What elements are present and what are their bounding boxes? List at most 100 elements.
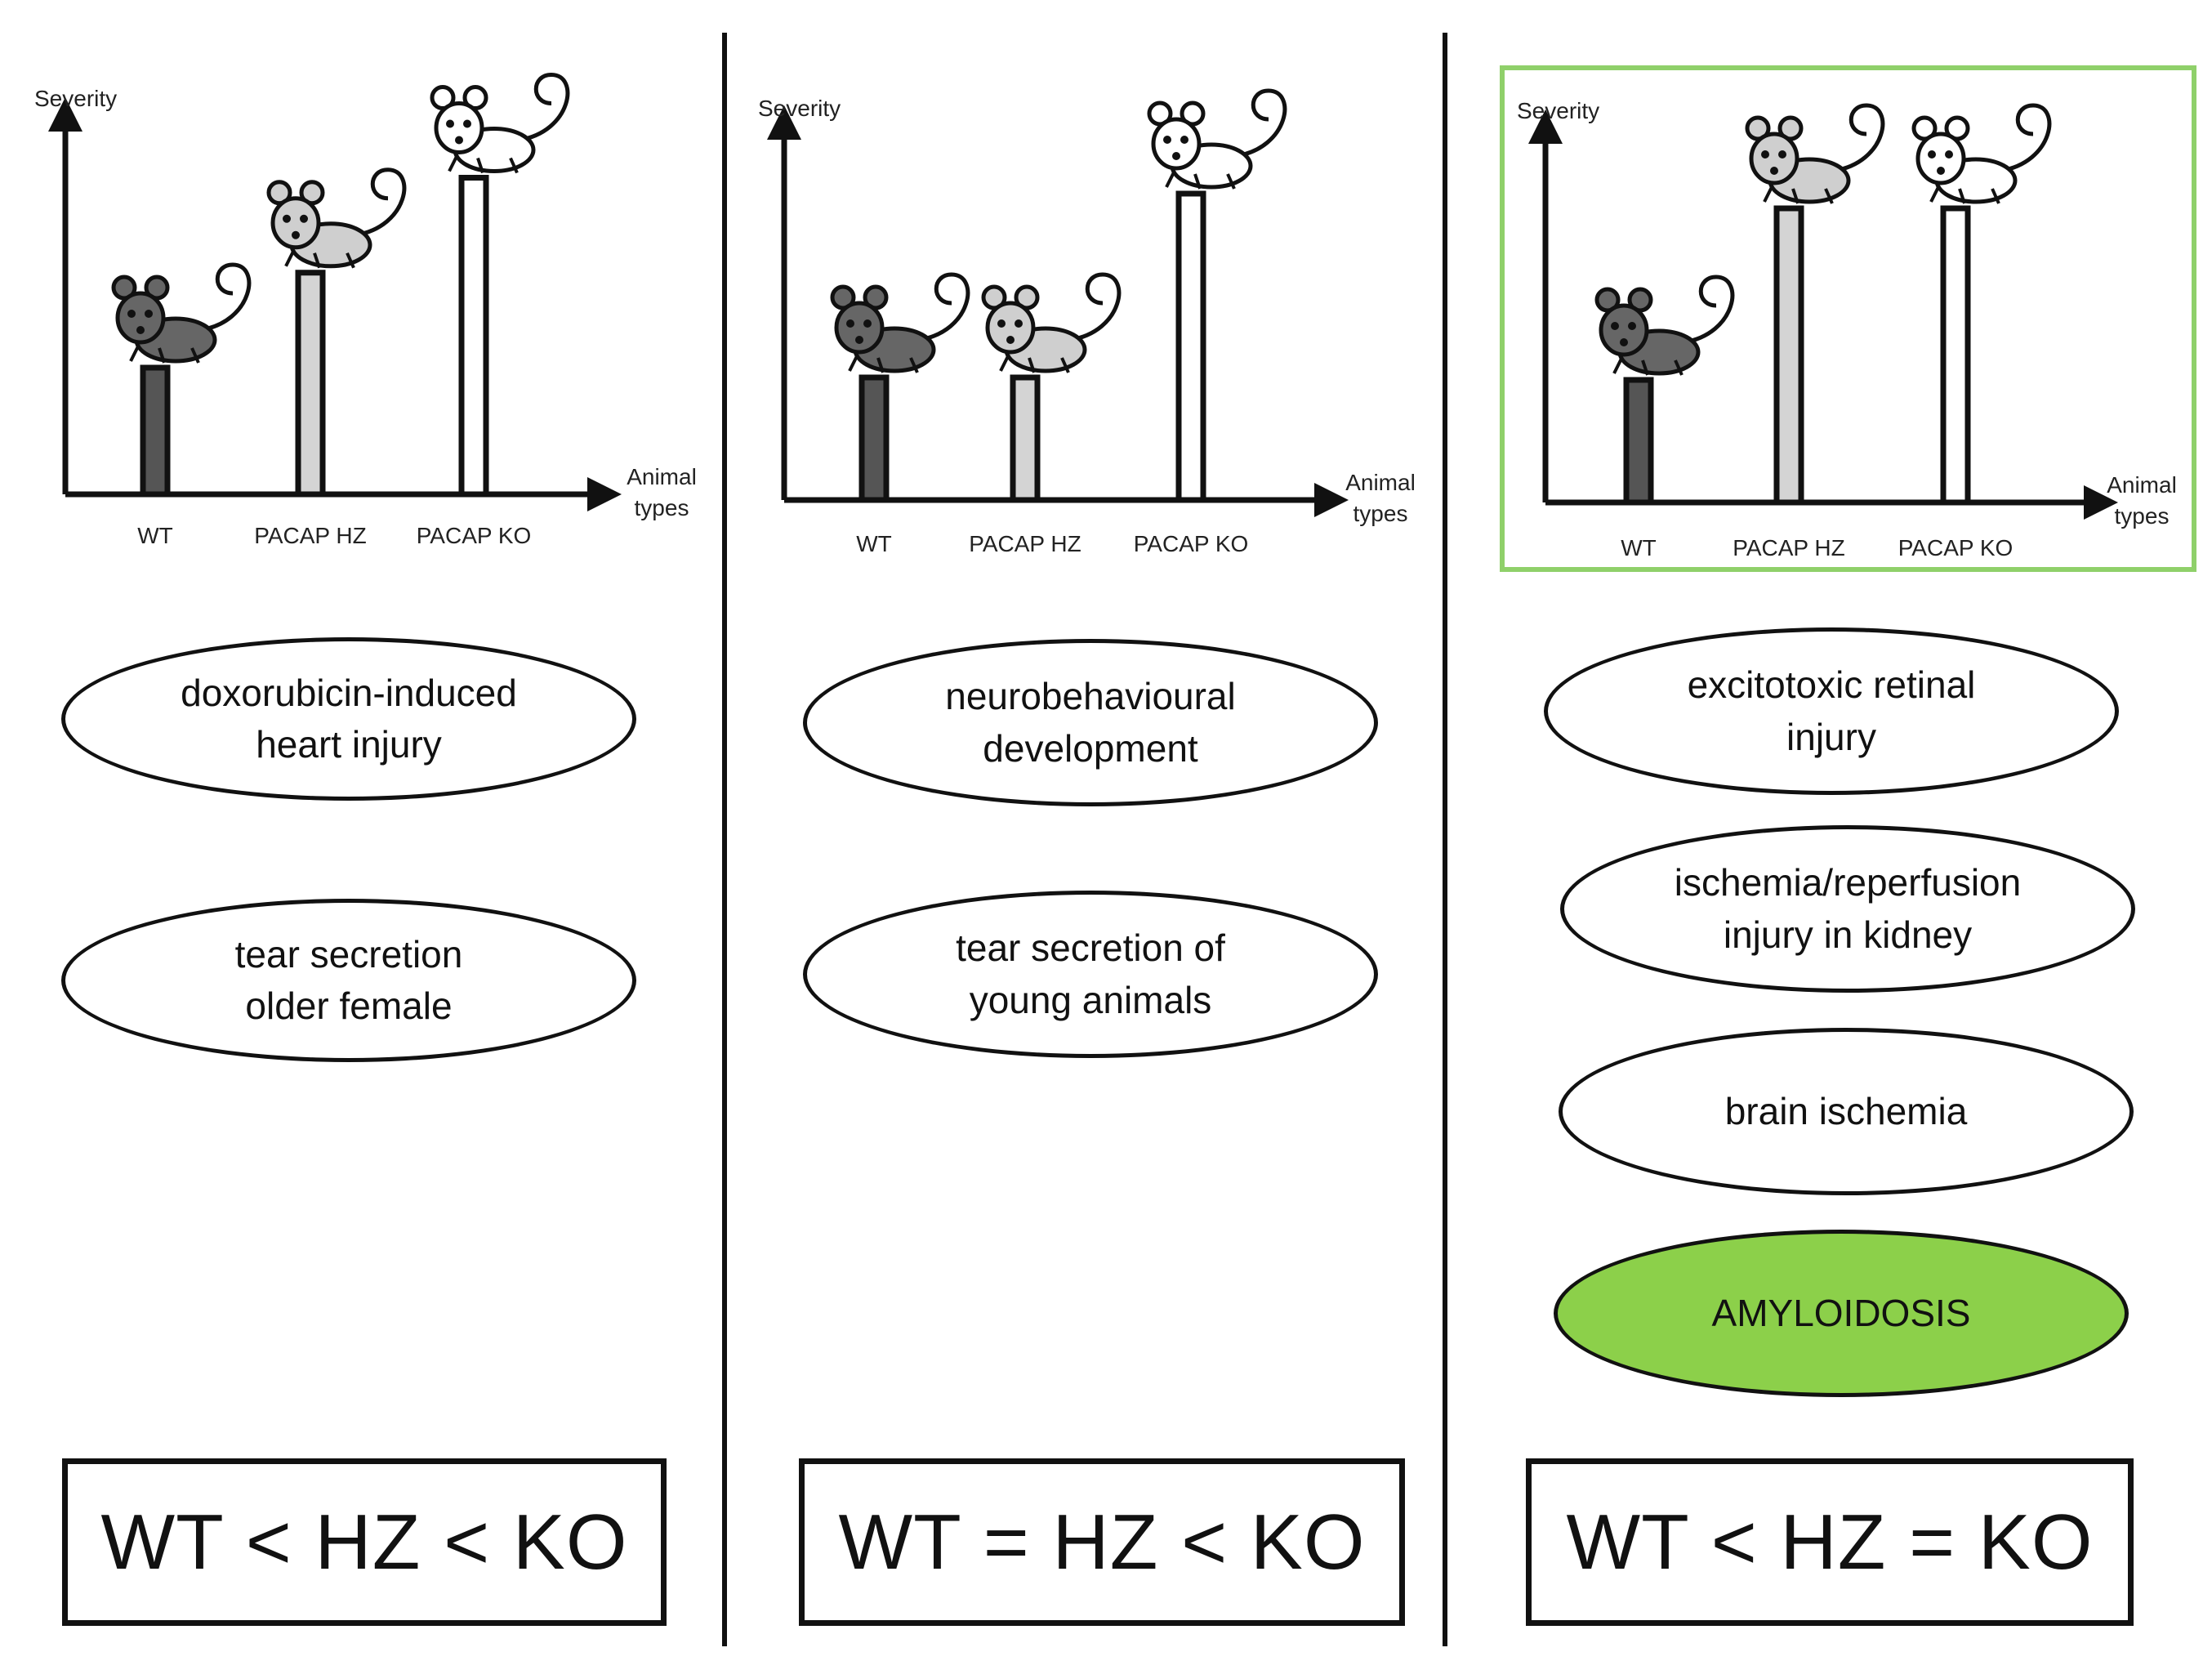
mouse-nose <box>855 336 863 344</box>
mouse-head <box>1915 132 1966 185</box>
mouse-tail <box>2000 103 2052 173</box>
mouse-legs <box>1763 185 1834 204</box>
mouse-legs <box>1929 185 2000 204</box>
category-label: PACAP KO <box>1898 535 2014 560</box>
mouse-tail <box>355 167 407 238</box>
panel-divider-1 <box>722 33 727 1646</box>
mouse-legs <box>999 354 1070 373</box>
relation-box: WT < HZ = KO <box>1526 1458 2134 1626</box>
mouse-eye <box>863 319 872 328</box>
mouse-icon <box>1745 103 1885 204</box>
mouse-eye <box>1163 136 1171 144</box>
mouse-eye <box>846 319 854 328</box>
bar <box>1175 190 1206 503</box>
mouse-tail <box>1235 88 1287 159</box>
mouse-nose <box>1172 152 1180 160</box>
condition-oval: tear secretion older female <box>61 899 636 1062</box>
mouse-nose <box>1620 338 1628 346</box>
mouse-icon <box>830 272 970 373</box>
bar <box>1773 205 1804 506</box>
mouse-legs <box>448 154 519 174</box>
mouse-head <box>1749 132 1799 185</box>
relation-box: WT = HZ < KO <box>799 1458 1405 1626</box>
mouse-nose <box>136 326 145 334</box>
mouse-eye <box>1611 322 1619 330</box>
mouse-icon <box>1147 88 1287 190</box>
mouse-icon <box>1911 103 2052 204</box>
mouse-nose <box>455 136 463 145</box>
mouse-legs <box>1612 356 1684 376</box>
mouse-head <box>985 301 1036 355</box>
condition-oval: ischemia/reperfusion injury in kidney <box>1560 825 2135 993</box>
mouse-nose <box>1770 167 1778 175</box>
condition-oval: tear secretion of young animals <box>803 891 1378 1058</box>
mouse-eye <box>997 319 1006 328</box>
category-label: PACAP HZ <box>254 523 366 548</box>
category-label: WT <box>856 531 892 556</box>
condition-oval: doxorubicin-induced heart injury <box>61 637 636 801</box>
condition-oval-highlighted: AMYLOIDOSIS <box>1554 1230 2129 1397</box>
mouse-eye <box>1928 150 1936 159</box>
mouse-head <box>434 101 484 154</box>
bar <box>1010 374 1041 503</box>
mouse-eye <box>127 310 136 318</box>
mouse-eye <box>145 310 153 318</box>
y-axis-label: Severity <box>758 96 841 121</box>
mouse-head <box>1599 303 1649 357</box>
mouse-tail <box>1683 275 1735 345</box>
bar <box>858 374 890 503</box>
mouse-head <box>834 301 885 355</box>
category-label: PACAP HZ <box>969 531 1081 556</box>
mouse-icon <box>981 272 1122 373</box>
mouse-tail <box>1069 272 1122 342</box>
mouse-head <box>1151 117 1202 171</box>
y-axis-label: Severity <box>1517 98 1599 123</box>
bar <box>458 175 489 498</box>
bar <box>1623 377 1654 506</box>
mouse-head <box>115 291 166 345</box>
highlight-frame <box>1500 65 2196 572</box>
condition-oval: brain ischemia <box>1559 1028 2134 1195</box>
mouse-eye <box>283 214 291 223</box>
mouse-eye <box>1628 322 1636 330</box>
category-label: PACAP KO <box>1134 531 1249 556</box>
mouse-icon <box>430 72 570 174</box>
mouse-tail <box>199 262 252 333</box>
category-label: WT <box>1621 535 1657 560</box>
mouse-head <box>270 196 321 250</box>
mouse-nose <box>292 230 300 239</box>
mouse-eye <box>1945 150 1953 159</box>
mouse-eye <box>1180 136 1189 144</box>
mouse-nose <box>1937 167 1945 175</box>
mouse-legs <box>848 354 919 373</box>
mouse-eye <box>446 119 454 128</box>
mouse-icon <box>111 262 252 364</box>
mouse-legs <box>284 248 355 269</box>
condition-oval: neurobehavioural development <box>803 639 1378 806</box>
mouse-eye <box>1761 150 1769 159</box>
mouse-nose <box>1006 336 1015 344</box>
mouse-icon <box>1594 275 1735 376</box>
condition-oval: excitotoxic retinal injury <box>1544 627 2119 795</box>
mouse-eye <box>1015 319 1023 328</box>
mouse-eye <box>463 119 471 128</box>
category-label: WT <box>137 523 173 548</box>
mouse-eye <box>1778 150 1786 159</box>
bar <box>140 364 171 498</box>
mouse-tail <box>1833 103 1885 173</box>
mouse-tail <box>518 72 570 142</box>
mouse-tail <box>918 272 970 342</box>
bar <box>1940 205 1971 506</box>
panel-divider-2 <box>1443 33 1447 1646</box>
category-label: PACAP KO <box>417 523 532 548</box>
category-label: PACAP HZ <box>1733 535 1844 560</box>
mouse-icon <box>266 167 407 269</box>
